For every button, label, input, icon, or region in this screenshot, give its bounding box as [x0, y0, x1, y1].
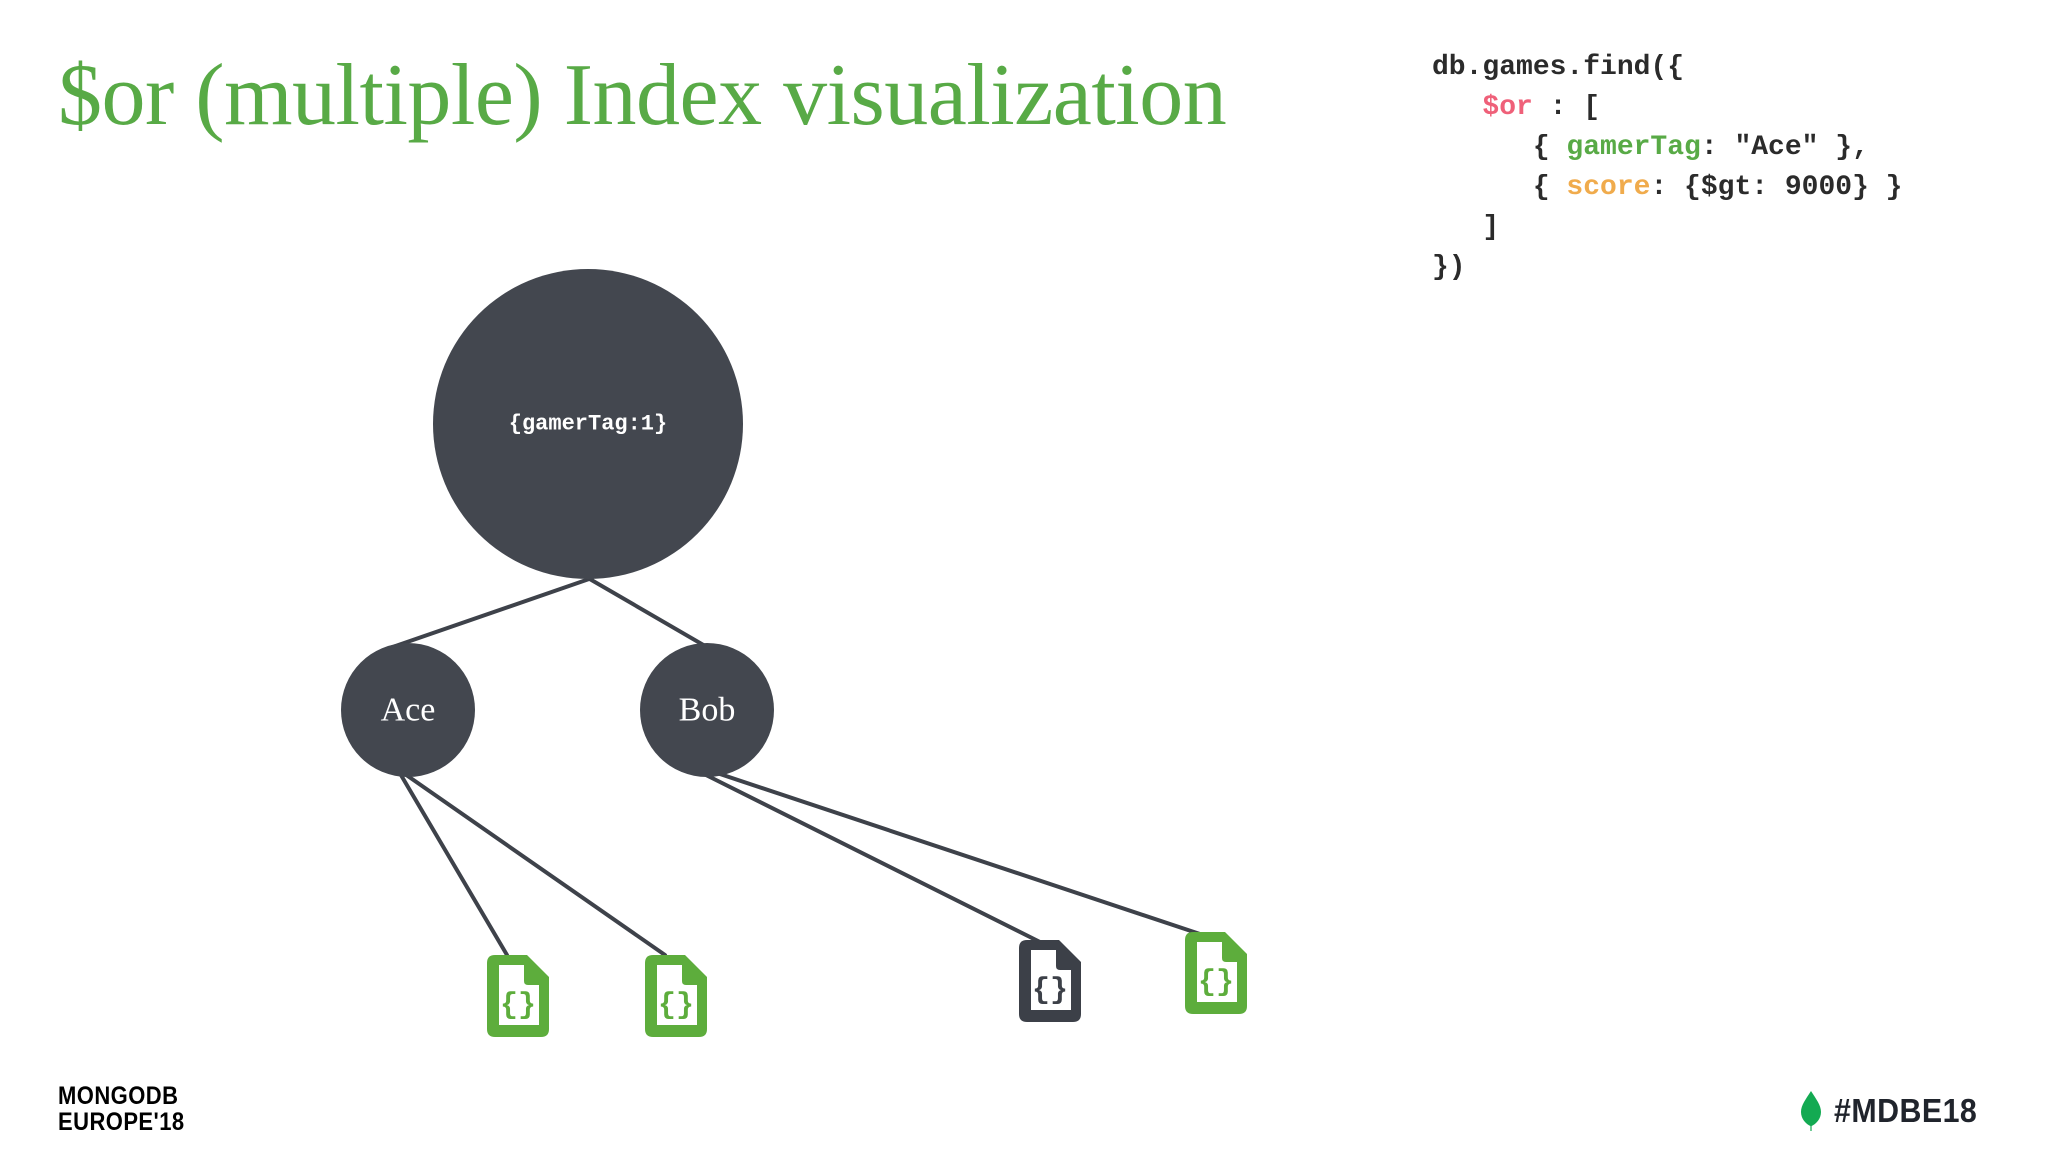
node-label: Ace: [381, 692, 436, 729]
braces-icon: {}: [500, 989, 536, 1023]
code-line: { score: {$gt: 9000} }: [1432, 168, 1903, 208]
tree-nodes: {gamerTag:1} Ace Bob: [341, 269, 774, 777]
logo-line-2: EUROPE'18: [58, 1108, 185, 1136]
node-label: {gamerTag:1}: [509, 412, 667, 437]
code-line: db.games.find({: [1432, 48, 1902, 88]
hashtag-label: #MDBE18: [1834, 1092, 1978, 1129]
braces-icon: {}: [658, 989, 694, 1023]
document-icons: {} {} {} {}: [487, 932, 1247, 1037]
code-token: {: [1432, 132, 1567, 163]
node-label: Bob: [679, 692, 736, 729]
code-line: }): [1432, 248, 1902, 288]
tree-edge: [698, 770, 1044, 945]
event-hashtag: #MDBE18: [1800, 1090, 1990, 1132]
tree-edge: [700, 766, 1205, 937]
tree-edge: [400, 770, 667, 957]
tree-node-bob[interactable]: Bob: [640, 643, 774, 777]
code-token: ]: [1432, 212, 1500, 243]
code-token: : [: [1532, 92, 1601, 123]
code-token: : {$gt: 9000} }: [1650, 172, 1903, 203]
node-circle: [341, 643, 475, 777]
node-circle: [640, 643, 774, 777]
document-icon-doc3[interactable]: {}: [1019, 940, 1081, 1022]
code-token: {: [1432, 172, 1567, 203]
document-icon-doc4[interactable]: {}: [1185, 932, 1247, 1014]
document-icon-doc1[interactable]: {}: [487, 955, 549, 1037]
tree-edge: [382, 576, 594, 652]
document-page: [1197, 942, 1237, 1002]
document-page: [657, 965, 697, 1025]
tree-edge: [396, 768, 509, 957]
logo-line-1: MONGODB: [58, 1082, 179, 1110]
code-token: db.games.find({: [1432, 52, 1685, 83]
tree-edges: [382, 576, 1205, 957]
code-token: score: [1566, 172, 1651, 203]
tree-edge: [586, 576, 714, 652]
code-line: $or : [: [1432, 88, 1902, 128]
code-token: [1432, 92, 1482, 123]
braces-icon: {}: [1032, 974, 1068, 1008]
document-page: [1031, 950, 1071, 1010]
tree-node-ace[interactable]: Ace: [341, 643, 475, 777]
mongodb-europe-logo: MONGODB EUROPE'18: [58, 1083, 185, 1135]
page-title: $or (multiple) Index visualization: [58, 47, 1227, 144]
document-icon-doc2[interactable]: {}: [645, 955, 707, 1037]
code-token: $or: [1482, 92, 1533, 123]
code-line: { gamerTag: "Ace" },: [1432, 128, 1902, 168]
document-page: [499, 965, 539, 1025]
code-token: }): [1432, 252, 1466, 283]
node-circle: [433, 269, 743, 579]
code-token: gamerTag: [1566, 132, 1701, 163]
tree-node-root[interactable]: {gamerTag:1}: [433, 269, 743, 579]
query-code-block: db.games.find({ $or : [ { gamerTag: "Ace…: [1432, 48, 1902, 288]
braces-icon: {}: [1198, 966, 1234, 1000]
mongodb-leaf-icon: [1801, 1091, 1822, 1131]
code-token: : "Ace" },: [1700, 132, 1869, 163]
code-line: ]: [1432, 208, 1902, 248]
